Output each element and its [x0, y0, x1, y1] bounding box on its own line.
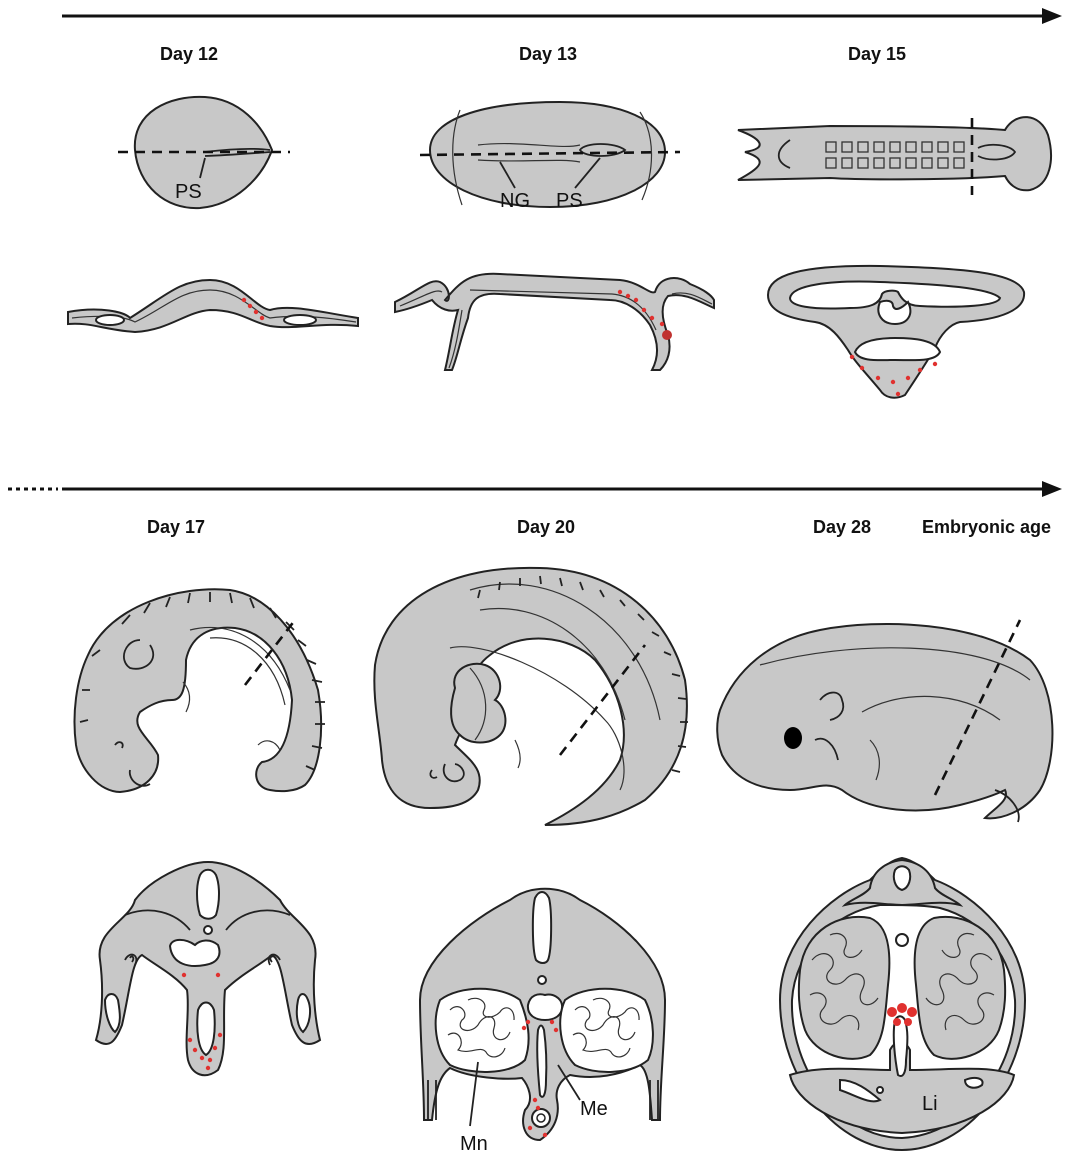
day-12-label: Day 12 [160, 44, 218, 64]
li-label: Li [922, 1093, 938, 1115]
day-28-embryo-lateral [717, 620, 1052, 822]
day-28-cross-section: Li [780, 858, 1025, 1150]
me-label: Me [580, 1098, 608, 1120]
timeline-arrow-top [62, 8, 1062, 24]
embryonic-age-axis-label: Embryonic age [922, 517, 1051, 537]
day-12-cross-section [68, 280, 358, 332]
day-15-label: Day 15 [848, 44, 906, 64]
day-13-cross-section [395, 274, 714, 370]
day-17-embryo-lateral [75, 589, 326, 792]
day-12-embryo-dorsal: PS [118, 97, 290, 208]
day-20-cross-section: Mn Me [420, 889, 665, 1155]
day-17-cross-section [96, 862, 320, 1075]
day-13-label: Day 13 [519, 44, 577, 64]
day-28-label: Day 28 [813, 517, 871, 537]
day-20-label: Day 20 [517, 517, 575, 537]
day-20-embryo-lateral [374, 568, 688, 825]
ng-label: NG [500, 190, 530, 212]
ps-label-day12: PS [175, 181, 202, 203]
day-13-embryo-dorsal: NG PS [420, 102, 680, 212]
day-15-embryo-dorsal [738, 117, 1051, 195]
day-17-label: Day 17 [147, 517, 205, 537]
ps-label-day13: PS [556, 190, 583, 212]
mn-label: Mn [460, 1133, 488, 1155]
timeline-arrow-bottom [8, 481, 1062, 497]
day-15-cross-section [768, 266, 1024, 398]
